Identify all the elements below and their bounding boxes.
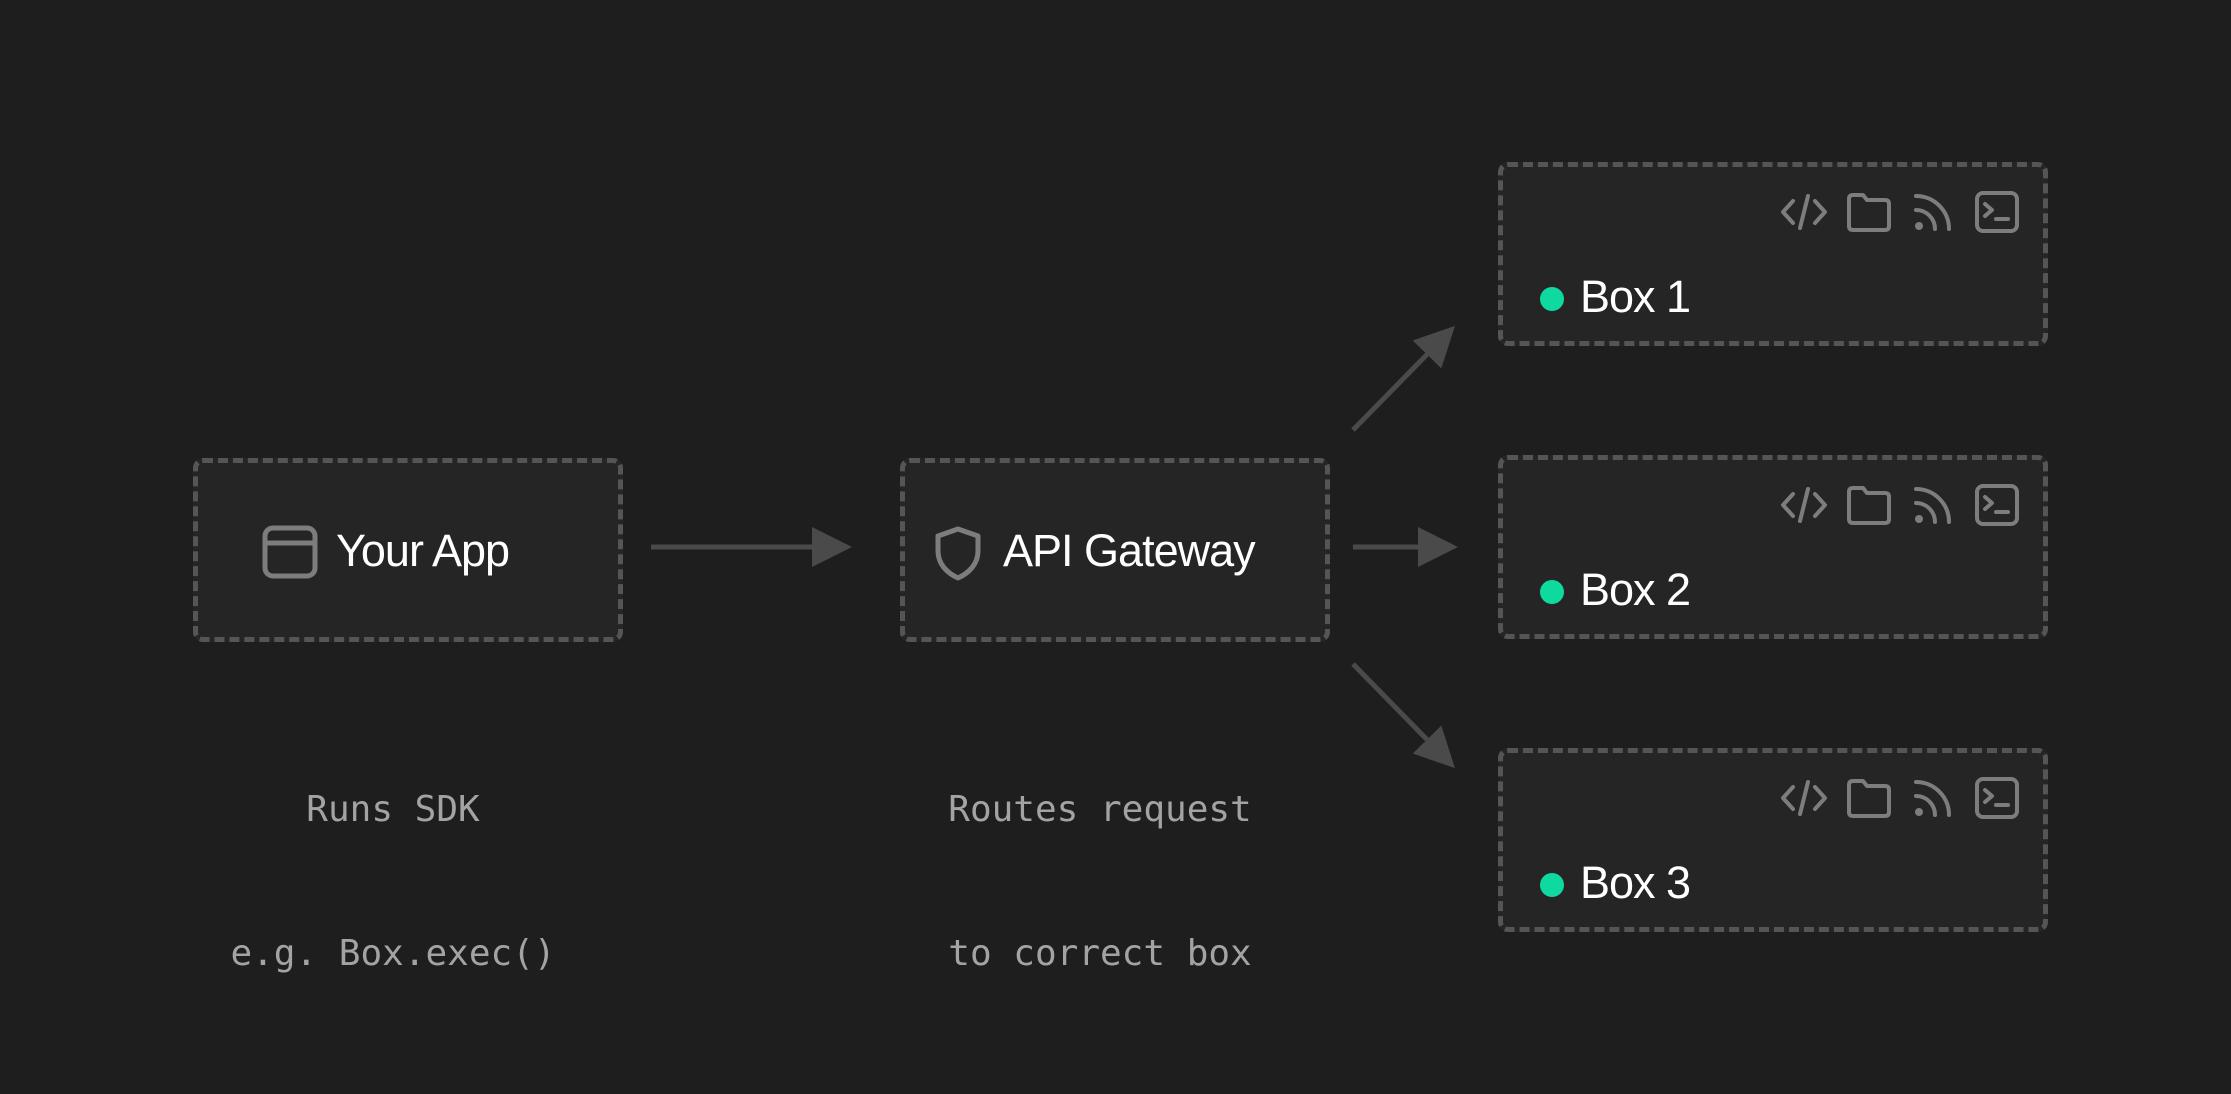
box-label: Box 3 (1580, 857, 1691, 908)
folder-icon (1847, 486, 1891, 525)
gateway-label: API Gateway (1003, 525, 1256, 576)
box-node: Box 3 (1498, 748, 2048, 932)
terminal-icon (1975, 484, 2019, 526)
arrow-gateway-to-box1 (1351, 325, 1455, 432)
code-icon (1781, 487, 1827, 523)
rss-icon (1914, 194, 1951, 231)
box-label: Box 2 (1580, 564, 1691, 615)
app-caption: Runs SDK e.g. Box.exec() (193, 690, 593, 1026)
box-node: Box 2 (1498, 455, 2048, 639)
gateway-node: API Gateway (900, 458, 1330, 642)
status-dot (1540, 873, 1564, 897)
app-node: Your App (193, 458, 623, 642)
browser-window-icon (262, 525, 318, 579)
status-dot (1540, 580, 1564, 604)
gateway-caption-line1: Routes request (948, 789, 1252, 830)
folder-icon (1847, 779, 1891, 818)
box-node: Box 1 (1498, 162, 2048, 346)
rss-icon (1914, 780, 1951, 817)
app-caption-line2: e.g. Box.exec() (230, 933, 556, 974)
status-dot (1540, 287, 1564, 311)
code-icon (1781, 194, 1827, 230)
app-caption-line1: Runs SDK (306, 789, 480, 830)
arrow-gateway-to-box3 (1351, 662, 1455, 769)
folder-icon (1847, 193, 1891, 232)
box-label: Box 1 (1580, 271, 1691, 322)
rss-icon (1914, 487, 1951, 524)
terminal-icon (1975, 191, 2019, 233)
code-icon (1781, 780, 1827, 816)
gateway-caption-line2: to correct box (948, 933, 1252, 974)
gateway-caption: Routes request to correct box (900, 690, 1300, 1026)
shield-icon (935, 526, 981, 581)
app-label: Your App (336, 525, 510, 576)
terminal-icon (1975, 777, 2019, 819)
